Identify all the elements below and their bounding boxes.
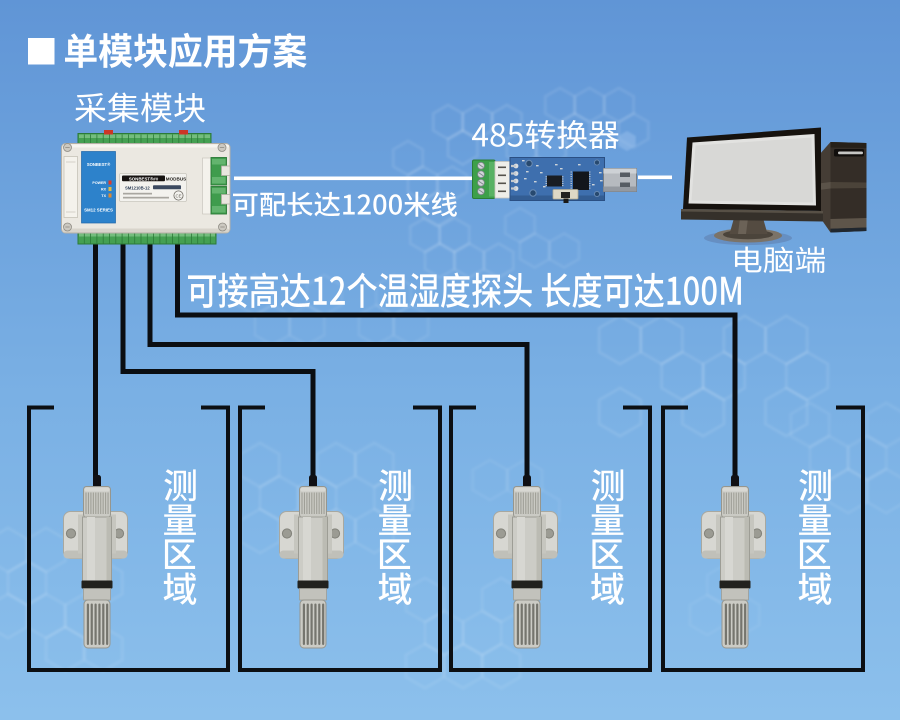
svg-text:SONBEST®: SONBEST® — [87, 162, 111, 167]
svg-text:SM1210B-12: SM1210B-12 — [125, 185, 150, 190]
svg-text:SONBEST®##: SONBEST®## — [129, 176, 159, 181]
svg-text:CE: CE — [175, 193, 181, 198]
svg-text:RX: RX — [101, 187, 107, 191]
svg-text:POWER: POWER — [92, 181, 106, 185]
svg-text:TX: TX — [101, 194, 106, 198]
svg-text:MODBUS: MODBUS — [166, 177, 186, 182]
svg-text:SM12 SERIES: SM12 SERIES — [84, 208, 113, 213]
